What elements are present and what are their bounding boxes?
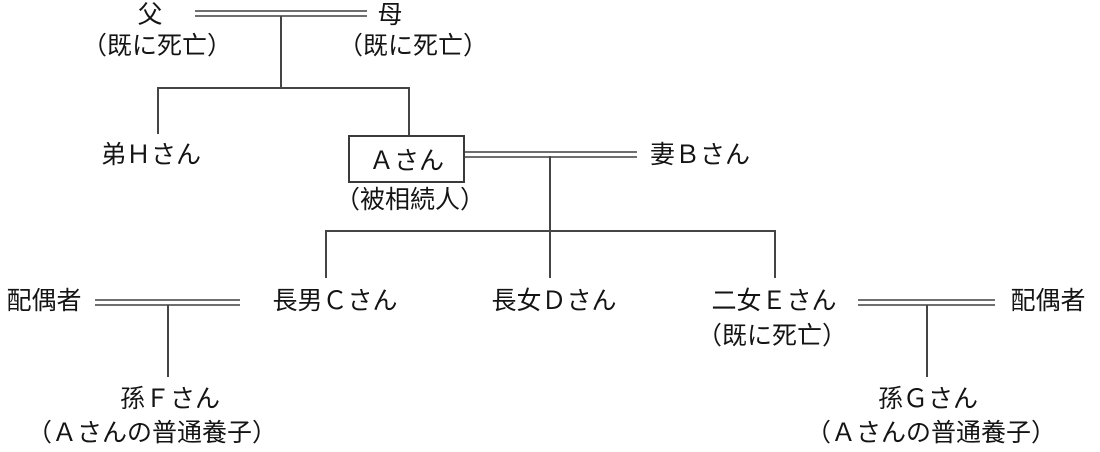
descent-line-to-daughter-e [774, 230, 776, 278]
spouse-of-c-label: 配偶者 [6, 288, 82, 315]
marriage-line-a-b [465, 151, 637, 158]
grandchild-f-note: （Ａさんの普通養子） [26, 420, 278, 447]
wife-b-label: 妻Ｂさん [649, 142, 751, 169]
descent-line-to-brother-h [157, 87, 159, 134]
daughter-e-label: 二女Ｅさん [711, 288, 837, 315]
mother-label: 母 [377, 2, 403, 29]
mother-status: （既に死亡） [337, 33, 489, 60]
descent-line-to-decedent-a [408, 87, 410, 135]
decedent-box: Ａさん [348, 135, 465, 183]
son-c-label: 長男Ｃさん [272, 288, 398, 315]
decedent-role: （被相続人） [334, 187, 486, 214]
father-label: 父 [137, 2, 163, 29]
descent-line-ab-to-daughter-d [549, 156, 551, 278]
daughter-e-status: （既に死亡） [696, 323, 848, 350]
grandchild-f-label: 孫Ｆさん [119, 386, 221, 413]
father-status: （既に死亡） [81, 33, 233, 60]
grandchild-g-note: （Ａさんの普通養子） [805, 420, 1057, 447]
brother-h-label: 弟Ｈさん [100, 142, 202, 169]
daughter-d-label: 長女Ｄさん [491, 288, 617, 315]
children-connector-line [325, 230, 776, 232]
spouse-of-e-label: 配偶者 [1010, 288, 1086, 315]
descent-line-parents-down [280, 16, 282, 88]
descent-line-to-grandchild-f [167, 305, 169, 377]
descent-line-to-son-c [325, 230, 327, 278]
descent-line-to-grandchild-g [926, 305, 928, 377]
decedent-label: Ａさん [368, 148, 444, 175]
grandchild-g-label: 孫Ｇさん [877, 386, 979, 413]
sibling-connector-line [157, 87, 410, 89]
